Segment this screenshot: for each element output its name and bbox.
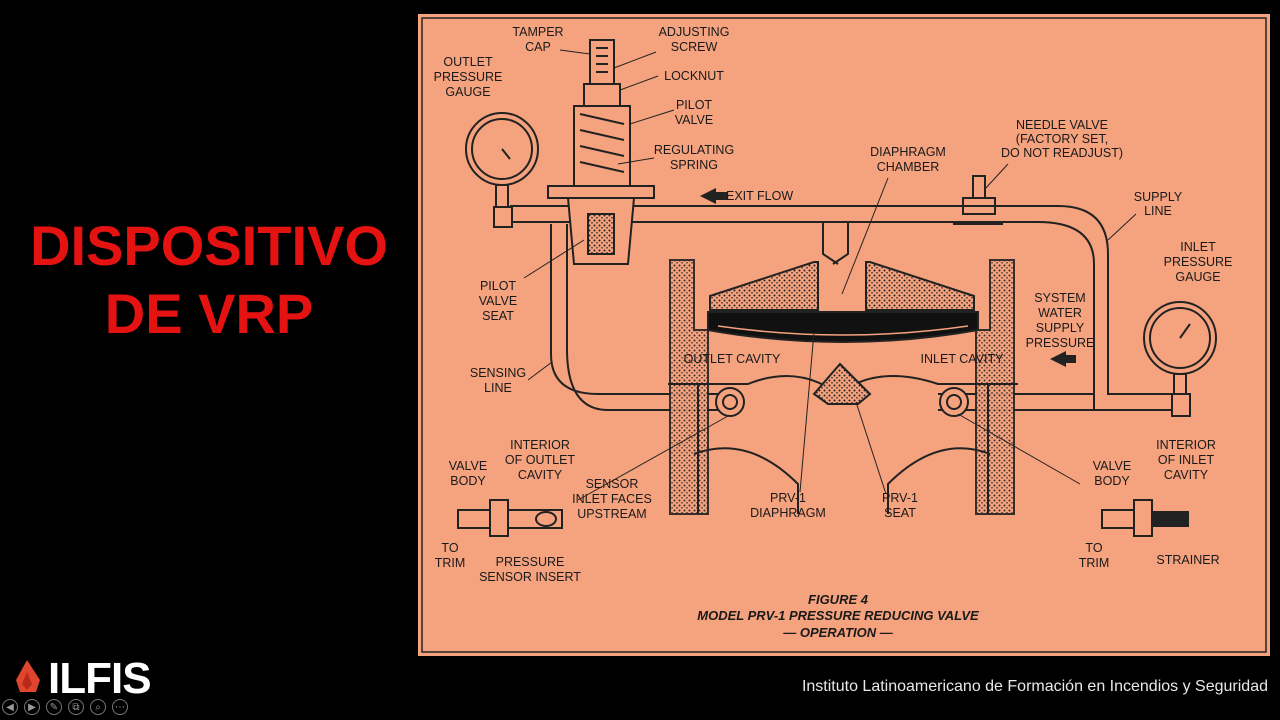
outlet-cavity-detail [457, 499, 563, 537]
label-inlet-cavity: INLET CAVITY [921, 352, 1005, 366]
caption-line3: — OPERATION — [782, 625, 894, 640]
figure-frame [421, 17, 1267, 653]
institute-name: Instituto Latinoamericano de Formación e… [801, 678, 1268, 695]
inlet-pressure-gauge [1143, 301, 1217, 417]
port-sensors [715, 387, 969, 417]
leader-lines [523, 49, 1137, 501]
exit-flow-arrow [700, 188, 716, 204]
prv-valve-body [668, 259, 1018, 515]
needle-valve [953, 175, 1003, 225]
figure-caption: FIGURE 4 MODEL PRV-1 PRESSURE REDUCING V… [697, 592, 979, 640]
caption-line1: FIGURE 4 [808, 592, 869, 607]
label-exit-flow: EXIT FLOW [726, 189, 793, 203]
more-options-icon[interactable]: ⋯ [112, 699, 128, 715]
pen-icon[interactable]: ✎ [46, 699, 62, 715]
presentation-controls: ◀ ▶ ✎ ⧉ ⌕ ⋯ [2, 699, 128, 715]
inlet-cavity-detail [1101, 499, 1189, 537]
flame-logo-icon [16, 660, 40, 692]
label-strainer: STRAINER [1156, 553, 1219, 567]
slides-grid-icon[interactable]: ⧉ [68, 699, 84, 715]
previous-slide-icon[interactable]: ◀ [2, 699, 18, 715]
supply-pressure-arrow [1050, 351, 1066, 367]
logo-text: ILFIS [48, 654, 152, 703]
next-slide-icon[interactable]: ▶ [24, 699, 40, 715]
prv-diaphragm [707, 261, 979, 405]
zoom-icon[interactable]: ⌕ [90, 699, 106, 715]
label-locknut: LOCKNUT [664, 69, 724, 83]
label-outlet-cavity: OUTLET CAVITY [684, 352, 781, 366]
slide-title-line1: DISPOSITIVO [30, 214, 388, 277]
caption-line2: MODEL PRV-1 PRESSURE REDUCING VALVE [697, 608, 979, 623]
pilot-valve-assembly [547, 39, 655, 265]
outlet-pressure-gauge [465, 112, 539, 228]
slide-title-line2: DE VRP [104, 282, 314, 345]
label-needle-valve: NEEDLE VALVE(FACTORY SET,DO NOT READJUST… [1001, 118, 1123, 160]
